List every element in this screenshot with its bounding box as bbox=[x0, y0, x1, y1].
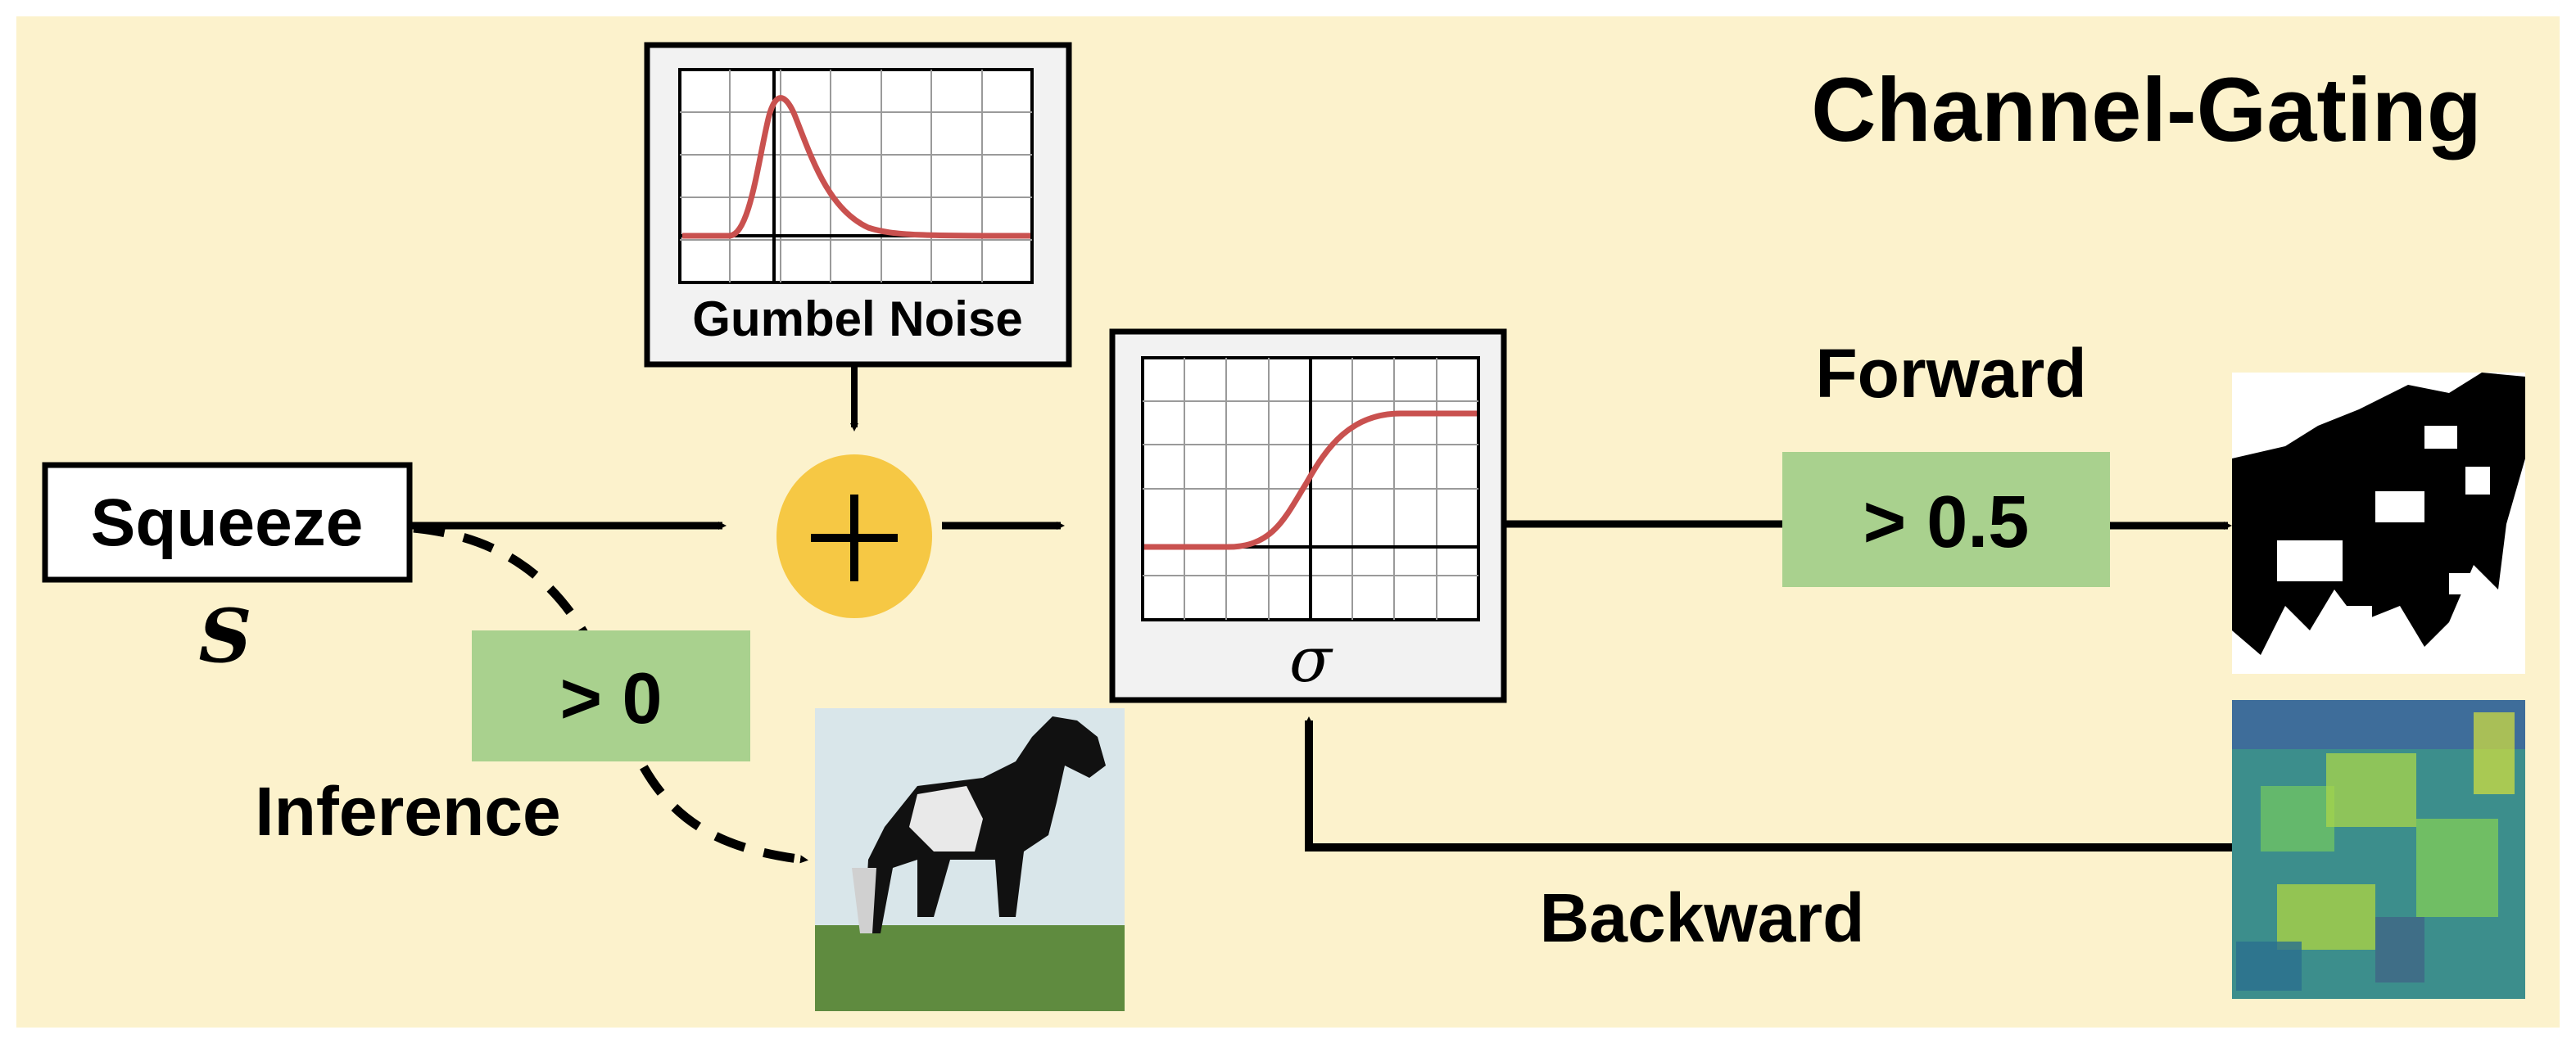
forward-threshold-box: > 0.5 bbox=[1782, 452, 2110, 587]
backward-label: Backward bbox=[1540, 879, 1865, 956]
backward-arrow bbox=[1305, 716, 2232, 852]
binary-mask-image bbox=[2232, 373, 2525, 674]
gumbel-grid bbox=[680, 70, 1032, 282]
gumbel-noise-panel: Gumbel Noise bbox=[644, 42, 1072, 368]
horse-image bbox=[815, 708, 1125, 1011]
sigmoid-curve bbox=[1144, 410, 1477, 550]
gradient-heatmap-image bbox=[2232, 700, 2525, 999]
inference-arrow bbox=[413, 523, 808, 865]
squeeze-symbol: S bbox=[199, 593, 252, 680]
inference-threshold-box: > 0 bbox=[472, 630, 750, 761]
gumbel-noise-label: Gumbel Noise bbox=[692, 291, 1022, 346]
sigmoid-panel: σ bbox=[1109, 328, 1507, 703]
inference-threshold: > 0 bbox=[560, 657, 663, 739]
squeeze-node: Squeeze bbox=[42, 462, 413, 583]
squeeze-label: Squeeze bbox=[91, 486, 364, 560]
diagram-title: Channel-Gating bbox=[1811, 60, 2482, 160]
forward-label: Forward bbox=[1815, 335, 2086, 412]
inference-label: Inference bbox=[255, 773, 561, 850]
add-node bbox=[776, 454, 932, 618]
forward-threshold: > 0.5 bbox=[1863, 481, 2030, 563]
gumbel-curve bbox=[682, 95, 1031, 239]
sigmoid-symbol: σ bbox=[1289, 623, 1333, 696]
